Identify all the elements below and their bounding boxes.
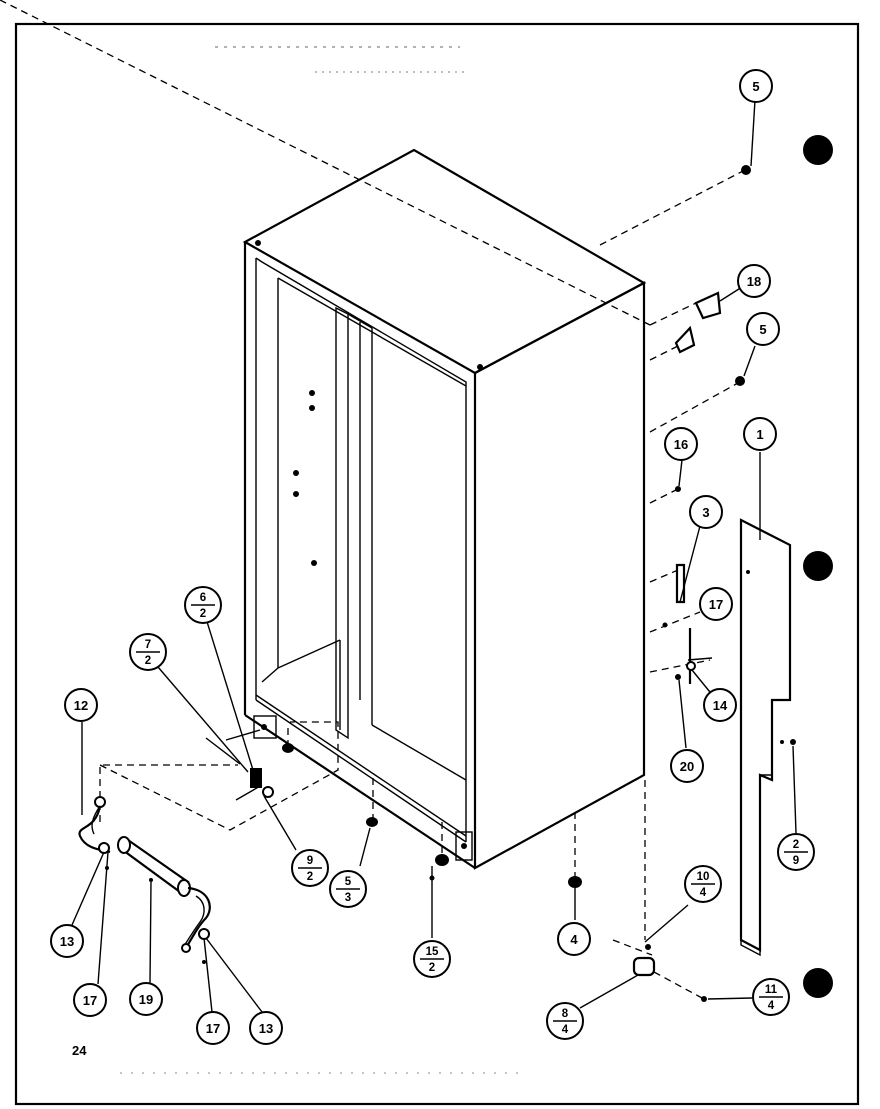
svg-text:10: 10	[697, 871, 710, 883]
callout-4: 4	[557, 922, 591, 956]
callout-14: 14	[703, 688, 737, 722]
callout-8-4: 8 4	[546, 1002, 584, 1040]
hinge-assembly	[99, 611, 339, 851]
svg-text:2: 2	[307, 871, 313, 883]
callout-18: 18	[737, 264, 771, 298]
svg-text:2: 2	[429, 962, 435, 974]
callout-9-2: 9 2	[291, 849, 329, 887]
screw-5-mid	[649, 345, 756, 433]
svg-text:11: 11	[765, 984, 778, 996]
callout-5-mid: 5	[746, 312, 780, 346]
callout-13-right: 13	[249, 1011, 283, 1045]
binder-hole-bottom	[803, 968, 833, 998]
svg-text:14: 14	[713, 698, 728, 713]
callout-3: 3	[689, 495, 723, 529]
svg-text:8: 8	[562, 1008, 569, 1020]
svg-text:3: 3	[345, 892, 351, 904]
svg-text:20: 20	[680, 759, 694, 774]
svg-text:7: 7	[145, 639, 151, 651]
svg-text:1: 1	[756, 427, 763, 442]
svg-text:4: 4	[562, 1024, 569, 1036]
svg-text:17: 17	[206, 1021, 220, 1036]
svg-text:2: 2	[793, 839, 799, 851]
svg-text:2: 2	[145, 655, 151, 667]
screw-16	[649, 459, 683, 504]
callout-13-left: 13	[50, 924, 84, 958]
callout-7-2: 7 2	[129, 633, 167, 671]
callout-19: 19	[129, 982, 163, 1016]
valve-assembly	[579, 780, 753, 1009]
screw-17-right	[649, 611, 701, 633]
screw-5-top	[599, 99, 756, 246]
callout-2-9: 2 9	[777, 833, 815, 871]
panel-1	[739, 452, 792, 957]
callout-5-3: 5 3	[329, 870, 367, 908]
svg-text:18: 18	[747, 274, 761, 289]
cabinet-top	[242, 148, 647, 375]
page-border	[14, 22, 860, 1106]
svg-text:16: 16	[674, 437, 688, 452]
scan-noise	[120, 46, 520, 1074]
screw-2-9	[790, 739, 797, 834]
callout-11-4: 11 4	[752, 978, 790, 1016]
svg-text:13: 13	[259, 1021, 273, 1036]
callout-17-right: 17	[699, 587, 733, 621]
svg-text:9: 9	[793, 855, 799, 867]
svg-text:4: 4	[700, 887, 707, 899]
cabinet-side	[473, 281, 646, 870]
binder-hole-top	[803, 135, 833, 165]
svg-text:3: 3	[702, 505, 709, 520]
callout-17-mid: 17	[196, 1011, 230, 1045]
tube-assembly	[71, 722, 263, 1013]
svg-text:5: 5	[345, 876, 352, 888]
cabinet-shell	[242, 148, 647, 870]
svg-text:9: 9	[307, 855, 313, 867]
callout-5-top: 5	[739, 69, 773, 103]
leveler-5-3	[359, 778, 378, 867]
callout-15-2: 15 2	[413, 940, 451, 978]
page-number: 24	[72, 1043, 87, 1058]
callout-20: 20	[670, 749, 704, 783]
svg-text:12: 12	[74, 698, 88, 713]
svg-text:17: 17	[83, 993, 97, 1008]
clip-14	[649, 628, 715, 698]
clip-3	[649, 525, 701, 604]
callout-10-4: 10 4	[684, 865, 722, 903]
binder-hole-middle	[803, 551, 833, 581]
callout-12: 12	[64, 688, 98, 722]
svg-text:13: 13	[60, 934, 74, 949]
bracket-18	[0, 0, 743, 361]
screw-20	[675, 674, 687, 749]
callout-1: 1	[743, 417, 777, 451]
callout-6-2: 6 2	[184, 586, 222, 624]
svg-text:17: 17	[709, 597, 723, 612]
svg-text:2: 2	[200, 608, 206, 620]
caster-15-2	[429, 822, 449, 938]
callout-16: 16	[664, 427, 698, 461]
svg-text:19: 19	[139, 992, 153, 1007]
callout-17-left: 17	[73, 983, 107, 1017]
svg-text:5: 5	[752, 79, 759, 94]
svg-text:5: 5	[759, 322, 766, 337]
svg-text:4: 4	[768, 1000, 775, 1012]
svg-text:6: 6	[200, 592, 206, 604]
svg-text:15: 15	[426, 946, 439, 958]
leveler-4	[568, 812, 582, 920]
svg-text:4: 4	[570, 932, 578, 947]
